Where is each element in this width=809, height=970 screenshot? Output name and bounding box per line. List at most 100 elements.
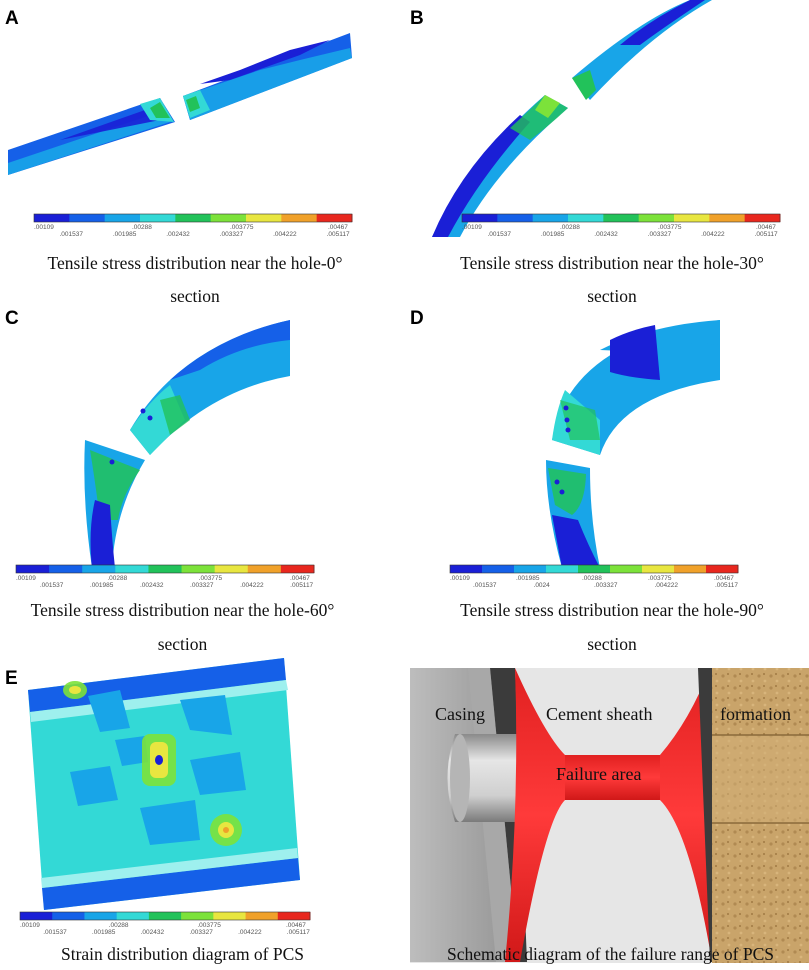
- e-legend-swatch: [84, 912, 118, 920]
- perforated-cement-sheath-cylinder: [28, 658, 300, 910]
- b-legend-tick: .00109: [462, 224, 482, 231]
- a-legend-tick: .00109: [34, 224, 54, 231]
- label-cement-sheath: Cement sheath: [546, 704, 653, 724]
- b-legend-tick: .003327: [648, 231, 672, 238]
- b-legend-tick: .002432: [594, 231, 618, 238]
- a-legend-tick: .00467: [328, 224, 348, 231]
- b-legend-tick: .001537: [487, 231, 511, 238]
- c-legend-tick: .001985: [90, 582, 114, 589]
- d-legend-tick: .001985: [516, 575, 540, 582]
- b-legend-swatch: [744, 214, 781, 222]
- panel-letter-e: E: [5, 668, 18, 689]
- c-legend-swatch: [148, 565, 183, 573]
- d-legend-tick: .004222: [654, 582, 678, 589]
- d-legend-tick: .003775: [648, 575, 672, 582]
- d-legend-swatch: [642, 565, 675, 573]
- d-legend-tick: .001537: [473, 582, 497, 589]
- d-legend-tick: .003327: [594, 582, 618, 589]
- b-legend-swatch: [568, 214, 604, 222]
- d-legend-swatch: [482, 565, 515, 573]
- c-legend-swatch: [280, 565, 315, 573]
- c-legend-tick: .005117: [290, 582, 313, 589]
- a-legend-swatch: [34, 214, 70, 222]
- e-legend-tick: .00109: [20, 922, 40, 929]
- cement-ring-section-b: [432, 0, 712, 237]
- d-legend-tick: .00288: [582, 575, 602, 582]
- c-legend-swatch: [181, 565, 216, 573]
- label-formation: formation: [720, 704, 791, 724]
- c-legend-swatch: [49, 565, 83, 573]
- c-legend-swatch: [247, 565, 282, 573]
- caption-c-line1: Tensile stress distribution near the hol…: [30, 600, 335, 620]
- a-legend-swatch: [175, 214, 212, 222]
- b-legend-swatch: [497, 214, 534, 222]
- a-legend-tick: .003327: [220, 231, 244, 238]
- e-legend-tick: .004222: [238, 929, 262, 936]
- caption-e: Strain distribution diagram of PCS: [60, 944, 305, 964]
- b-legend-tick: .00288: [560, 224, 580, 231]
- label-casing: Casing: [435, 704, 486, 724]
- e-legend-swatch: [277, 912, 311, 920]
- e-legend-tick: .001537: [43, 929, 67, 936]
- a-legend-tick: .002432: [166, 231, 190, 238]
- a-legend-frame: [33, 213, 353, 223]
- a-legend-tick: .001985: [113, 231, 137, 238]
- a-legend-swatch: [246, 214, 282, 222]
- e-legend-swatch: [245, 912, 279, 920]
- a-legend-swatch: [210, 214, 247, 222]
- c-legend-swatch: [82, 565, 116, 573]
- caption-a-line1: Tensile stress distribution near the hol…: [47, 253, 343, 273]
- a-legend-swatch: [281, 214, 318, 222]
- c-legend-tick: .003775: [199, 575, 223, 582]
- c-legend-swatch: [214, 565, 249, 573]
- caption-f: Schematic diagram of the failure range o…: [446, 944, 775, 964]
- a-legend-tick: .001537: [59, 231, 83, 238]
- b-legend-tick: .003775: [658, 224, 682, 231]
- a-legend-tick: .004222: [273, 231, 297, 238]
- panel-letter-d: D: [410, 308, 424, 329]
- b-legend-frame: [461, 213, 781, 223]
- b-legend-tick: .001985: [541, 231, 565, 238]
- a-legend-swatch: [316, 214, 353, 222]
- b-legend-tick: .004222: [701, 231, 725, 238]
- a-legend-swatch: [69, 214, 106, 222]
- d-legend-swatch: [514, 565, 547, 573]
- e-legend-swatch: [116, 912, 150, 920]
- c-legend-tick: .004222: [240, 582, 264, 589]
- b-legend-swatch: [638, 214, 675, 222]
- a-legend-tick: .00288: [132, 224, 152, 231]
- e-legend-swatch: [213, 912, 247, 920]
- panel-letter-a: A: [5, 8, 19, 29]
- caption-d-line2: section: [587, 634, 637, 654]
- b-legend-swatch: [709, 214, 746, 222]
- e-legend-frame: [19, 911, 311, 921]
- c-legend-tick: .001537: [40, 582, 64, 589]
- b-legend-tick: .00467: [756, 224, 776, 231]
- e-legend-tick: .00288: [109, 922, 129, 929]
- cement-ring-section-c: [84, 320, 290, 568]
- a-legend-tick: .003775: [230, 224, 254, 231]
- e-legend-swatch: [20, 912, 53, 920]
- b-legend-swatch: [532, 214, 569, 222]
- e-legend-tick: .00467: [286, 922, 306, 929]
- e-legend-swatch: [181, 912, 214, 920]
- d-legend-tick: .00467: [714, 575, 734, 582]
- e-legend-tick: .003327: [189, 929, 213, 936]
- d-legend-frame: [449, 564, 739, 574]
- c-legend-tick: .00288: [107, 575, 127, 582]
- e-legend-tick: .002432: [141, 929, 165, 936]
- legend-bar-e: .00109.00288.003775.00467.001537.001985.…: [19, 911, 311, 936]
- panel-letter-c: C: [5, 308, 19, 329]
- c-legend-swatch: [115, 565, 149, 573]
- caption-a-line2: section: [170, 286, 220, 306]
- panel-letter-b: B: [410, 8, 424, 29]
- legend-bar-d: .00109.001985.00288.003775.00467.001537.…: [449, 564, 739, 589]
- b-legend-swatch: [603, 214, 640, 222]
- e-legend-tick: .005117: [287, 929, 310, 936]
- c-legend-frame: [15, 564, 315, 574]
